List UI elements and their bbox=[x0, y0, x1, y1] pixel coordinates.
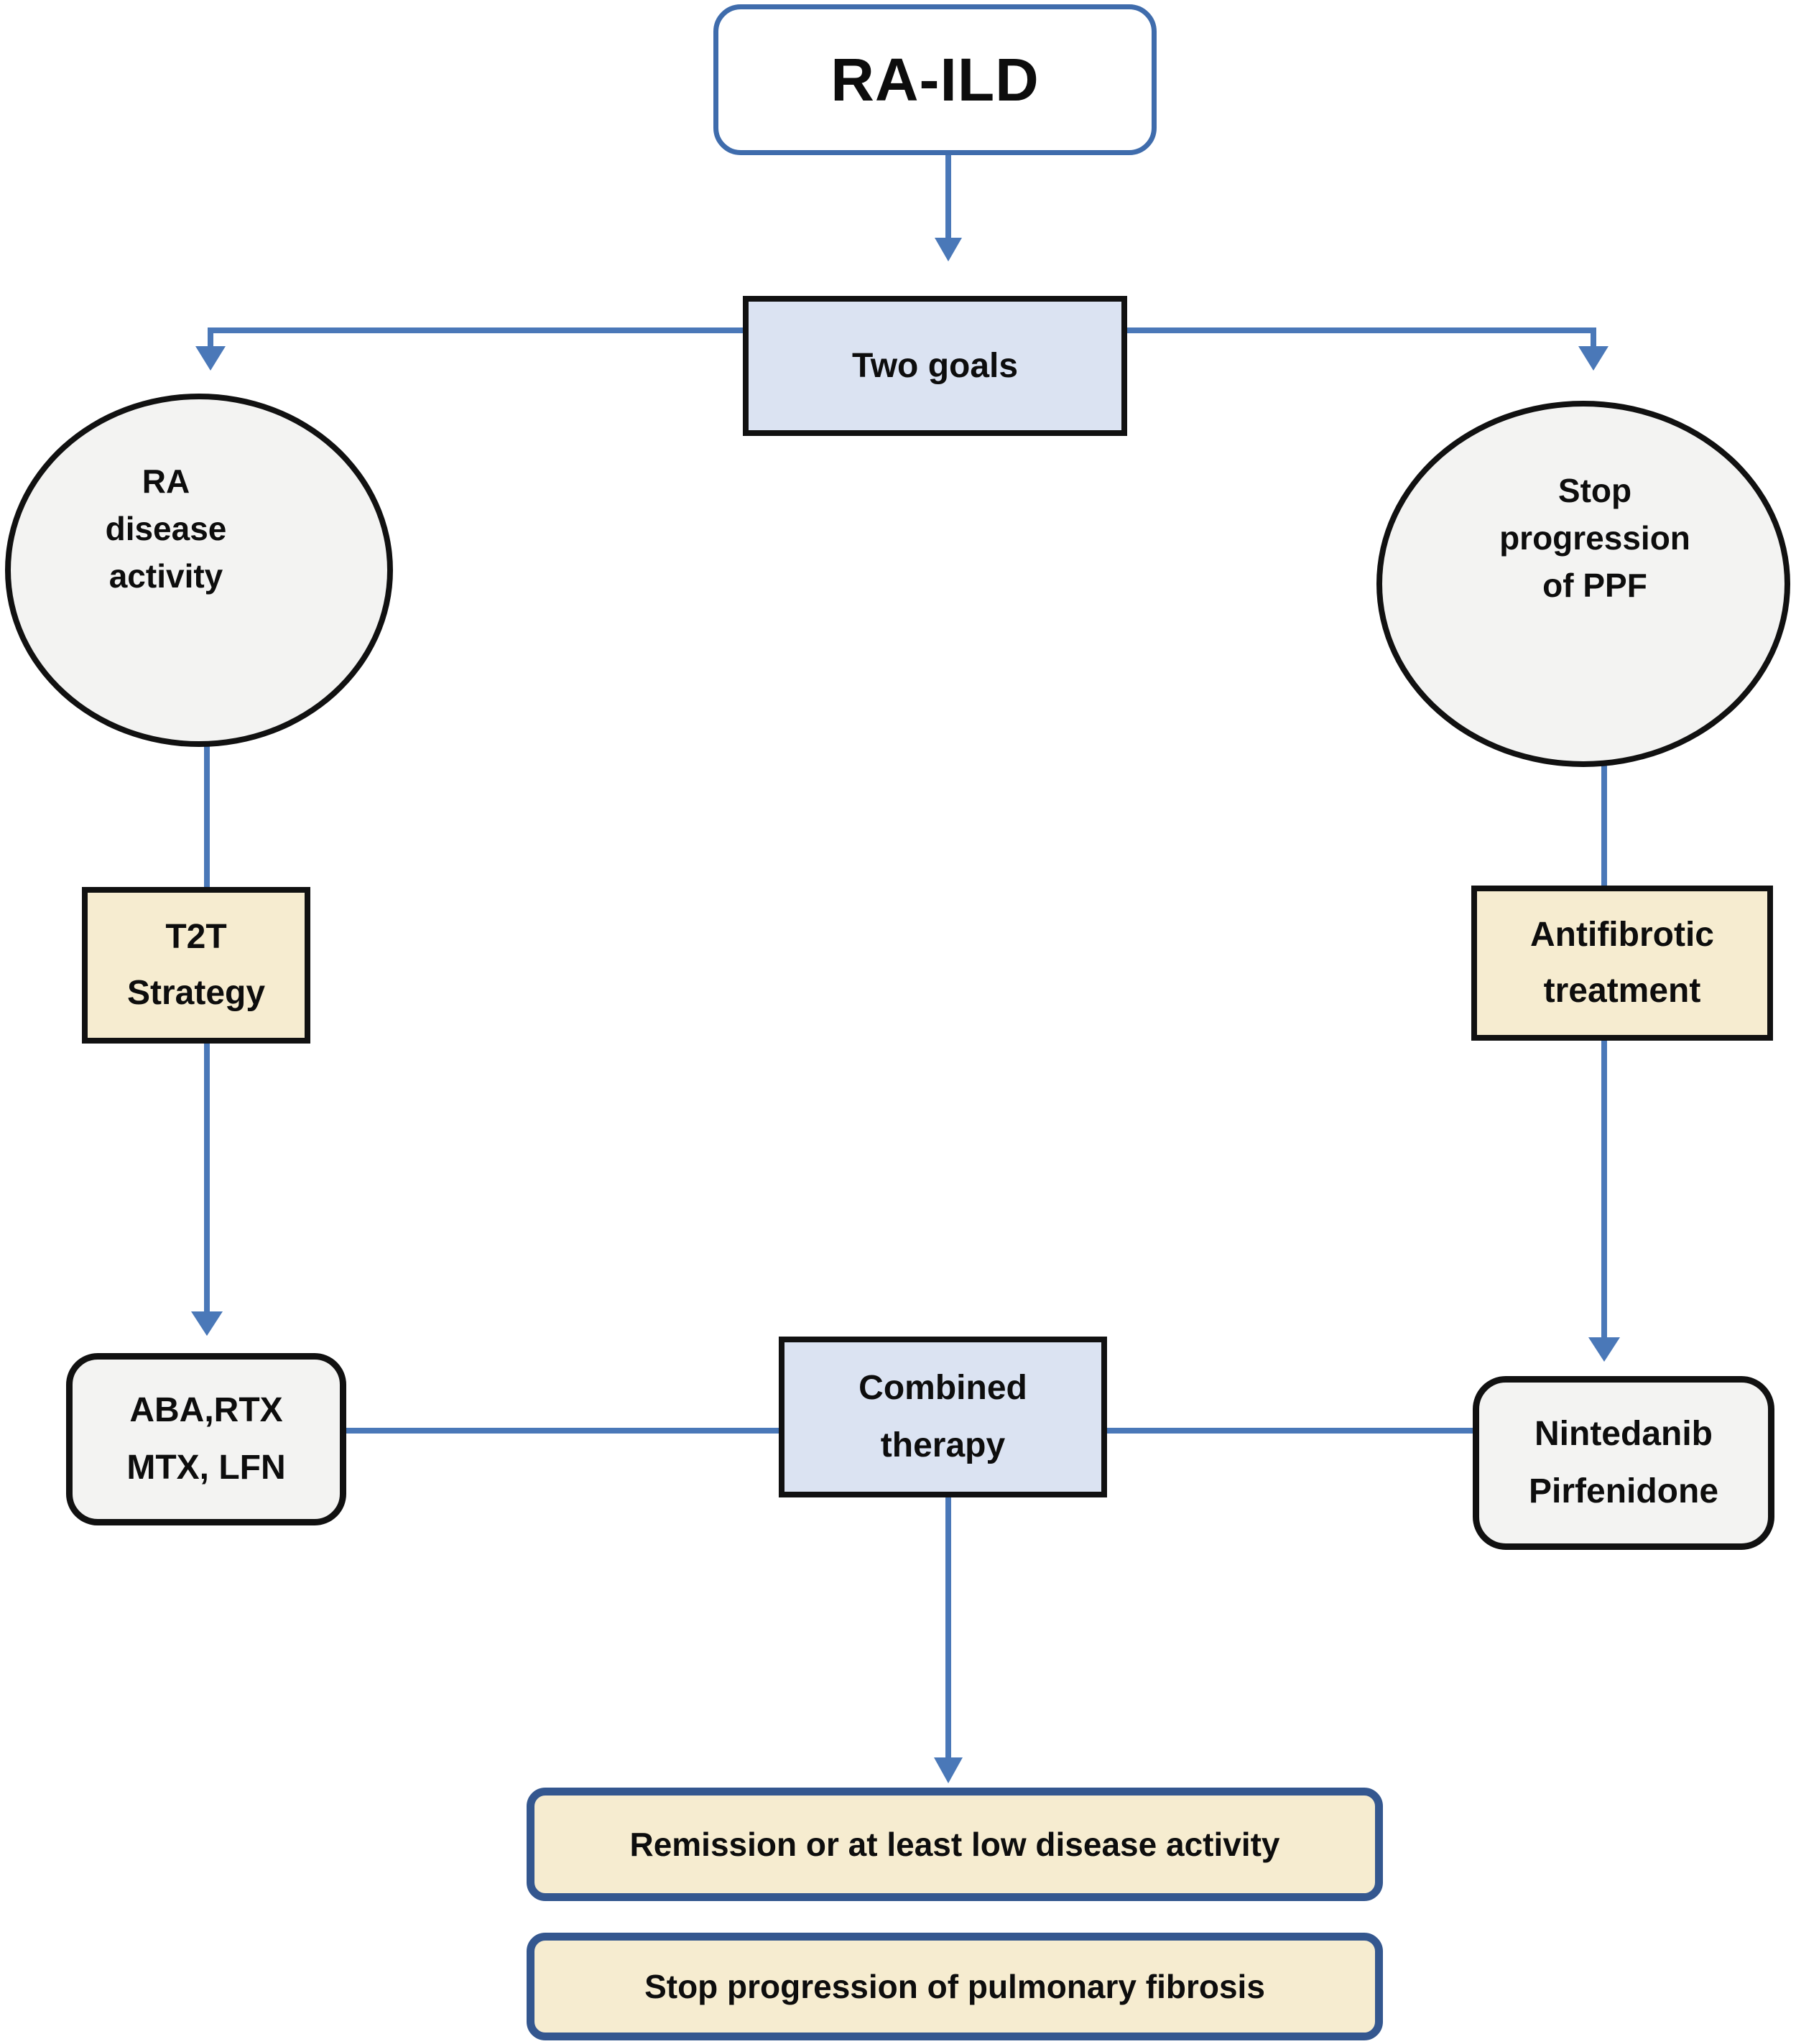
connector-combined-to-outcomes bbox=[945, 1497, 951, 1757]
node-outcome-stop-fibrosis: Stop progression of pulmonary fibrosis bbox=[527, 1933, 1383, 2040]
connector-ppf-to-antifibrotic bbox=[1601, 766, 1607, 887]
connector-aba-to-combined bbox=[346, 1428, 779, 1434]
arrowhead-down-icon bbox=[195, 346, 226, 371]
arrowhead-down-icon bbox=[191, 1311, 223, 1336]
arrowhead-down-icon bbox=[1588, 1337, 1620, 1362]
connector-branch-right-drop bbox=[1591, 327, 1596, 346]
node-t2t-strategy: T2T Strategy bbox=[82, 887, 310, 1044]
node-nintedanib-pirfenidone: Nintedanib Pirfenidone bbox=[1473, 1376, 1774, 1550]
node-ra-disease-activity: RA disease activity bbox=[5, 394, 393, 747]
node-label: Two goals bbox=[851, 347, 1019, 385]
connector-antifibrotic-to-drugs bbox=[1601, 1039, 1607, 1337]
node-aba-rtx-mtx-lfn: ABA,RTX MTX, LFN bbox=[66, 1353, 346, 1525]
connector-activity-to-t2t bbox=[204, 745, 210, 888]
node-two-goals: Two goals bbox=[743, 296, 1127, 436]
node-label: RA-ILD bbox=[830, 45, 1040, 113]
node-label: Stop progression of PPF bbox=[1499, 472, 1690, 604]
node-combined-therapy: Combined therapy bbox=[779, 1337, 1107, 1497]
connector-root-to-goals bbox=[945, 155, 951, 238]
node-outcome-remission: Remission or at least low disease activi… bbox=[527, 1788, 1383, 1901]
node-ra-ild: RA-ILD bbox=[713, 4, 1157, 155]
node-label: RA disease activity bbox=[105, 463, 227, 595]
connector-t2t-to-drugs bbox=[204, 1042, 210, 1311]
connector-branch-left-drop bbox=[208, 327, 213, 346]
arrowhead-down-icon bbox=[934, 1757, 963, 1783]
connector-combined-to-nintedanib bbox=[1107, 1428, 1473, 1434]
node-stop-progression-ppf: Stop progression of PPF bbox=[1376, 401, 1790, 767]
node-antifibrotic-treatment: Antifibrotic treatment bbox=[1471, 886, 1773, 1041]
arrowhead-down-icon bbox=[1578, 346, 1608, 371]
arrowhead-down-icon bbox=[935, 238, 962, 261]
